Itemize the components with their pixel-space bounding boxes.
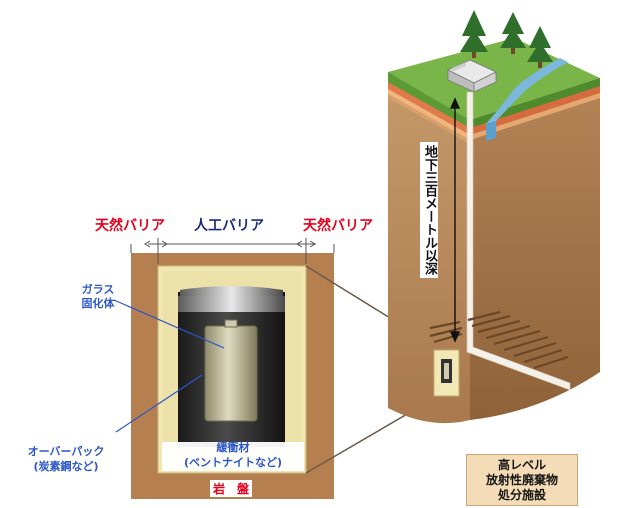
cross-section xyxy=(113,238,335,499)
overpack-line1: オーバーパック xyxy=(27,445,105,458)
access-shaft xyxy=(466,91,571,391)
disposal-tunnels xyxy=(429,310,569,370)
inset-canister xyxy=(433,349,460,397)
bedrock-label: 岩 盤 xyxy=(210,480,253,497)
vitrified-waste-line1: ガラス xyxy=(81,283,115,296)
facility-line1: 高レベル xyxy=(497,458,546,472)
buffer-line2: (ベントナイトなど) xyxy=(183,456,283,469)
overpack-line2: (炭素鋼など) xyxy=(33,460,99,473)
overpack-leader xyxy=(115,374,203,433)
vitrified-waste-leader xyxy=(113,299,225,349)
surface-facility xyxy=(447,59,497,93)
facility-line2: 放射性廃棄物 xyxy=(485,473,558,487)
buffer-label-backdrop xyxy=(162,442,304,471)
engineered-barrier-label: 人工バリア xyxy=(194,218,264,234)
trees xyxy=(460,10,553,68)
facility-line3: 処分施設 xyxy=(497,488,546,502)
natural-barrier-left-label: 天然バリア xyxy=(95,218,165,234)
buffer-line1: 緩衝材 xyxy=(216,441,250,454)
vitrified-waste-line2: 固化体 xyxy=(81,297,115,310)
barrier-dimension-line xyxy=(130,238,335,264)
overpack-label: オーバーパック (炭素鋼など) xyxy=(14,444,118,474)
depth-label: 地下三百メートル以深 xyxy=(420,142,438,278)
vitrified-waste-canister xyxy=(204,319,258,422)
vitrified-waste-label: ガラス 固化体 xyxy=(58,283,138,311)
depth-arrow xyxy=(449,97,461,343)
natural-barrier-right-label: 天然バリア xyxy=(303,218,373,234)
facility-caption: 高レベル 放射性廃棄物 処分施設 xyxy=(466,454,578,506)
buffer-label: 緩衝材 (ベントナイトなど) xyxy=(162,440,304,470)
